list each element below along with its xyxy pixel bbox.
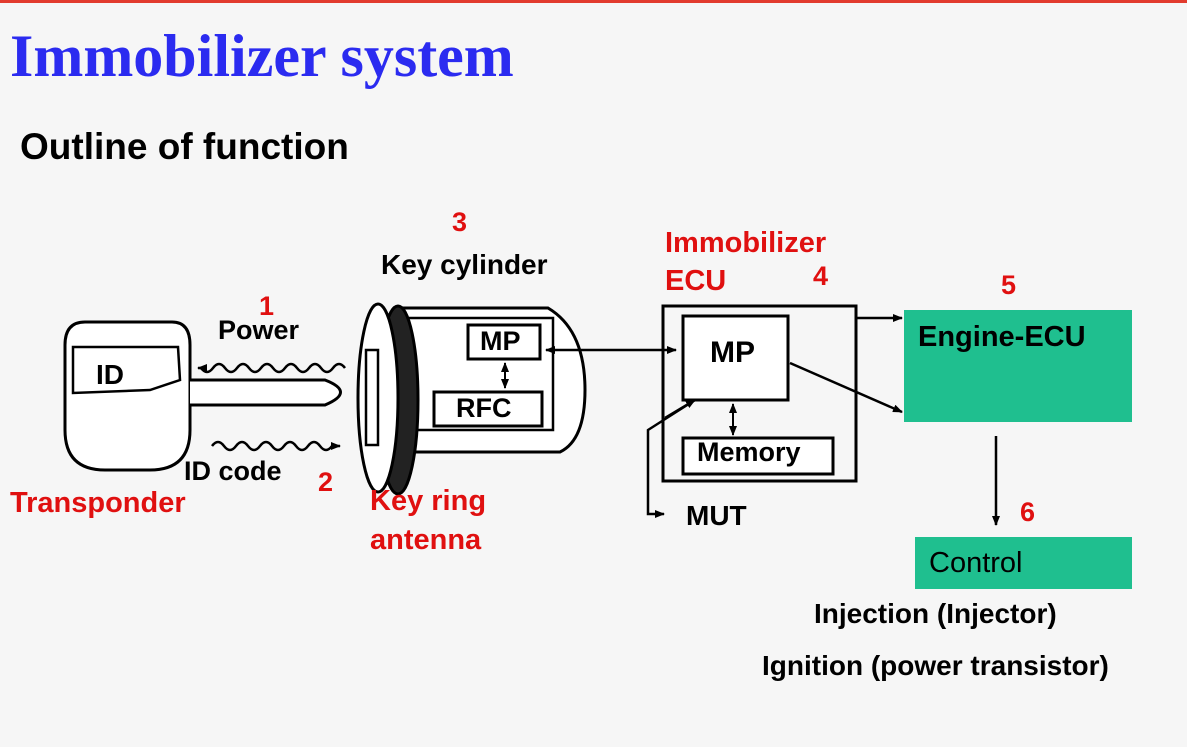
key-blade bbox=[190, 378, 342, 407]
control-box bbox=[915, 537, 1132, 589]
memory-box bbox=[681, 436, 835, 476]
key-head bbox=[63, 320, 192, 472]
rfc-label: RFC bbox=[456, 393, 512, 423]
cyl-mp-box bbox=[466, 323, 542, 361]
id-code-label: ID code bbox=[184, 456, 282, 486]
immobilizer-ecu-label-line1: Immobilizer bbox=[665, 227, 827, 259]
memory-label: Memory bbox=[697, 437, 801, 467]
transponder-label: Transponder bbox=[10, 487, 186, 519]
injection-label: Injection (Injector) bbox=[814, 598, 1057, 629]
page-title: Immobilizer system bbox=[10, 23, 514, 89]
ignition-label: Ignition (power transistor) bbox=[762, 650, 1109, 681]
id-label: ID bbox=[96, 359, 124, 390]
engine-ecu-box bbox=[904, 310, 1132, 422]
cylinder-slot bbox=[364, 348, 380, 447]
key-ring-antenna-label-line1: Key ring bbox=[370, 485, 487, 517]
mut-up-arrow bbox=[664, 398, 696, 420]
cyl-mp-label: MP bbox=[480, 326, 521, 356]
step-2: 2 bbox=[318, 467, 334, 497]
immobilizer-ecu-box bbox=[661, 304, 858, 483]
immobilizer-ecu-label-line2: ECU bbox=[665, 265, 727, 297]
rfc-box bbox=[432, 390, 544, 428]
ecu-mp-label: MP bbox=[710, 336, 755, 369]
ecu-mp-box bbox=[681, 314, 790, 402]
power-label: Power bbox=[218, 315, 300, 345]
ecu-to-engine-arrow-2 bbox=[789, 361, 903, 414]
power-signal-wave bbox=[197, 362, 346, 374]
key-chip bbox=[71, 345, 182, 395]
control-label: Control bbox=[929, 547, 1023, 579]
mut-label: MUT bbox=[686, 500, 747, 531]
key-cylinder-label: Key cylinder bbox=[381, 249, 548, 280]
key-drawing bbox=[63, 320, 342, 472]
step-6: 6 bbox=[1020, 497, 1036, 527]
top-accent-line bbox=[0, 0, 1187, 3]
id-code-signal-wave bbox=[211, 440, 341, 452]
engine-ecu-label: Engine-ECU bbox=[918, 321, 1086, 353]
step-5: 5 bbox=[1001, 270, 1017, 300]
step-4: 4 bbox=[813, 261, 829, 291]
key-ring-antenna-label-line2: antenna bbox=[370, 524, 482, 556]
step-1: 1 bbox=[259, 291, 275, 321]
step-3: 3 bbox=[452, 207, 468, 237]
page-subtitle: Outline of function bbox=[20, 126, 349, 167]
